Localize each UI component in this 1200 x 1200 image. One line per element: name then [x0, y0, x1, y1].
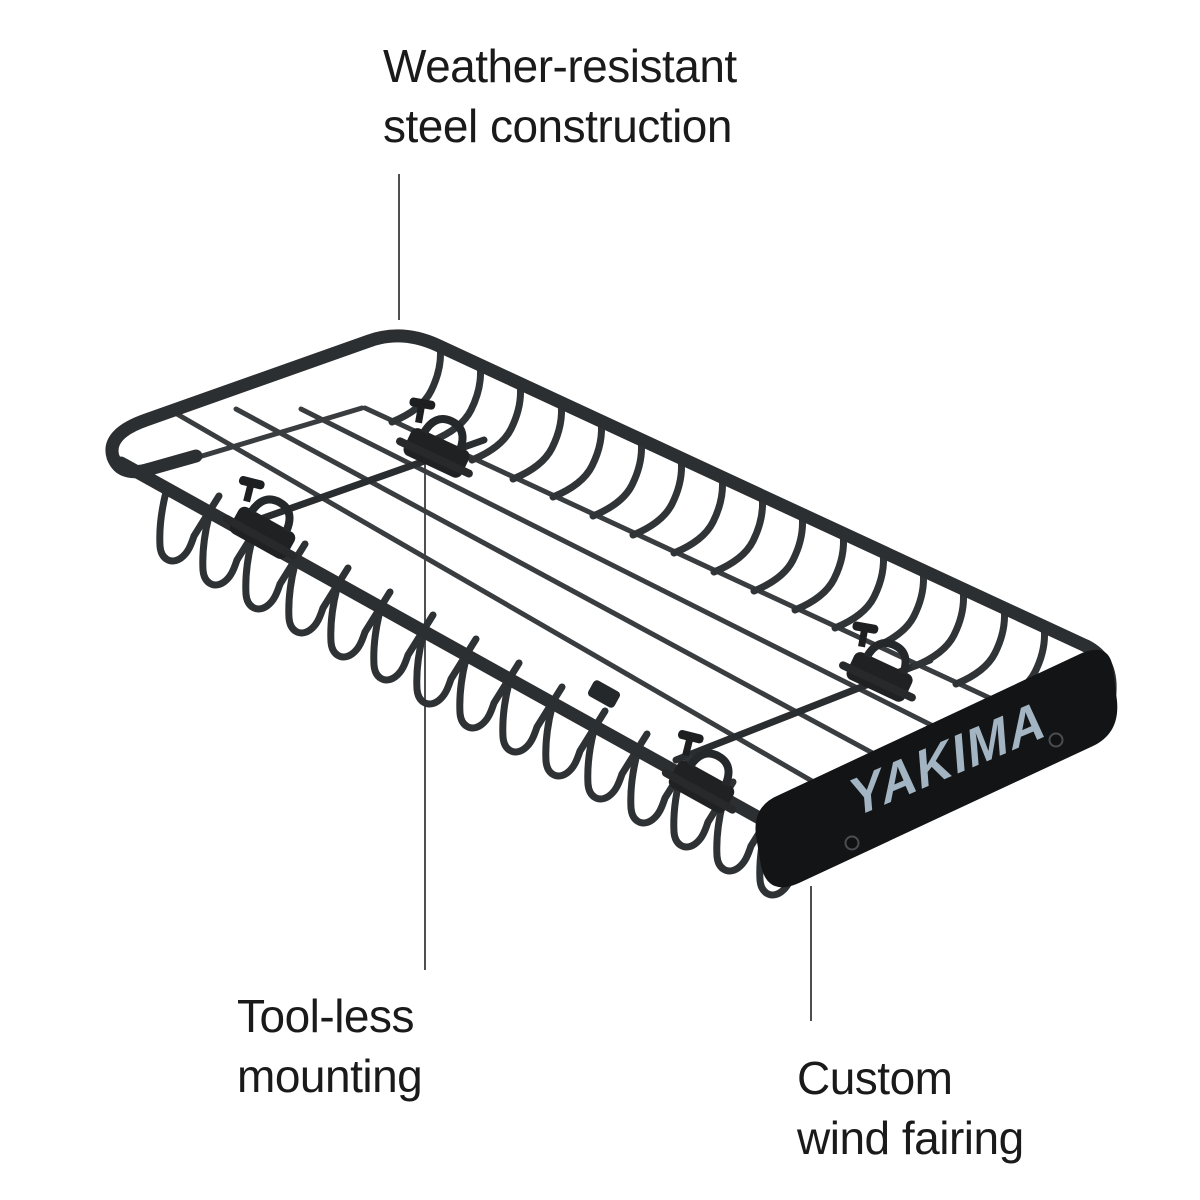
- floor-left-edge: [179, 405, 365, 465]
- floor-bar: [233, 406, 920, 780]
- callout-label-tool-less-mounting: Tool-less mounting: [237, 990, 423, 1102]
- callout-label-steel-construction: Weather-resistant steel construction: [383, 40, 737, 152]
- callout-label-custom-wind-fairing: Custom wind fairing: [797, 1052, 1024, 1164]
- wind-fairing: YAKIMA: [755, 649, 1118, 888]
- fairing-screw: [1048, 732, 1064, 748]
- basket-ribs-front: [156, 488, 823, 899]
- floor-bar: [167, 407, 853, 806]
- fairing-screw: [844, 835, 860, 851]
- rail-joint-sleeve: [587, 680, 621, 708]
- callout-lines: [398, 174, 812, 1021]
- basket-ribs-back: [388, 341, 1048, 707]
- wind-fairing-panel: [755, 649, 1118, 888]
- rail-back-and-left: [105, 329, 1093, 653]
